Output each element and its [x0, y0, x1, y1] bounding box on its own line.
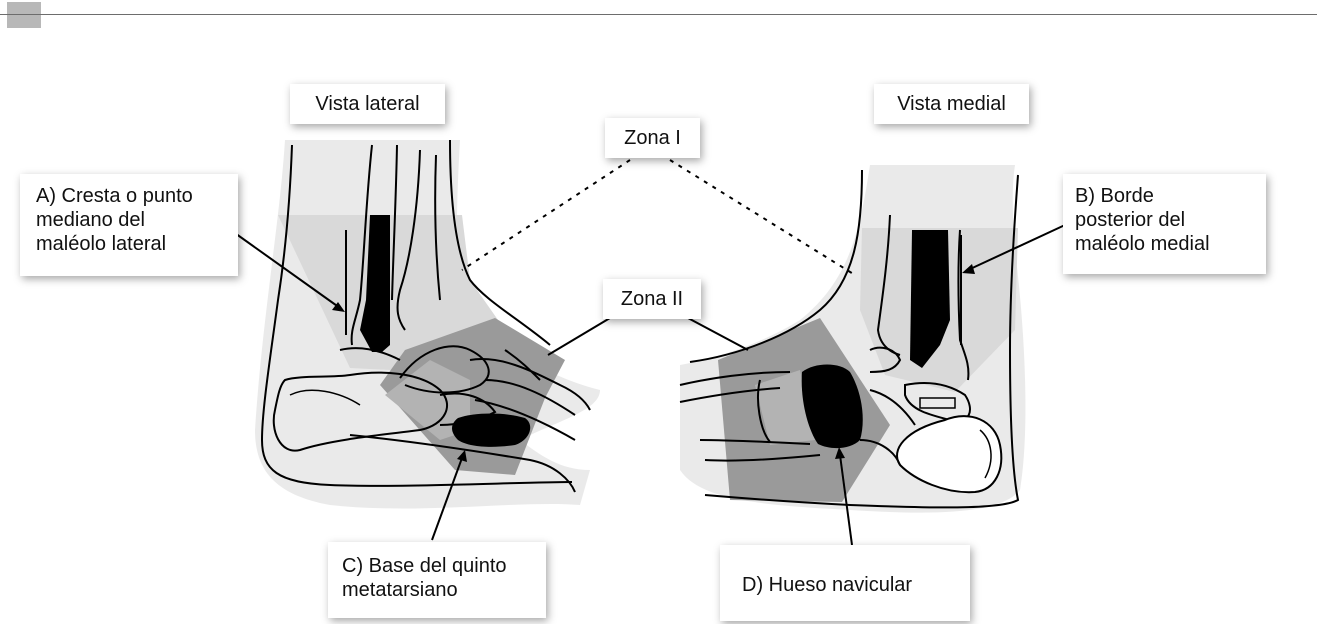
label-a: A) Cresta o punto mediano del maléolo la… [20, 174, 238, 276]
zona-2-label: Zona II [603, 279, 701, 319]
label-b-line-2: posterior del [1075, 208, 1266, 232]
vista-lateral-text: Vista lateral [290, 92, 445, 116]
zona-2-pointer-right [688, 318, 748, 350]
label-b-line-3: maléolo medial [1075, 232, 1266, 256]
zona-2-pointer-left [548, 318, 610, 355]
fifth-metatarsal-base [452, 414, 530, 447]
label-d: D) Hueso navicular [720, 545, 970, 621]
medial-foot [680, 165, 1025, 513]
label-a-line-3: maléolo lateral [36, 232, 238, 256]
zona-1-pointer-right [670, 160, 855, 275]
vista-lateral-label: Vista lateral [290, 84, 445, 124]
lateral-foot [255, 140, 600, 509]
label-c-line-1: C) Base del quinto [342, 554, 546, 578]
vista-medial-text: Vista medial [874, 92, 1029, 116]
label-b: B) Borde posterior del maléolo medial [1063, 174, 1266, 274]
zona-2-text: Zona II [603, 287, 701, 311]
label-c: C) Base del quinto metatarsiano [328, 542, 546, 618]
label-a-line-1: A) Cresta o punto [36, 184, 238, 208]
label-d-line-1: D) Hueso navicular [742, 573, 970, 597]
label-b-line-1: B) Borde [1075, 184, 1266, 208]
zona-1-label: Zona I [605, 118, 700, 158]
vista-medial-label: Vista medial [874, 84, 1029, 124]
label-c-line-2: metatarsiano [342, 578, 546, 602]
zona-1-text: Zona I [605, 126, 700, 150]
zona-1-pointer-left [462, 160, 630, 270]
label-a-line-2: mediano del [36, 208, 238, 232]
